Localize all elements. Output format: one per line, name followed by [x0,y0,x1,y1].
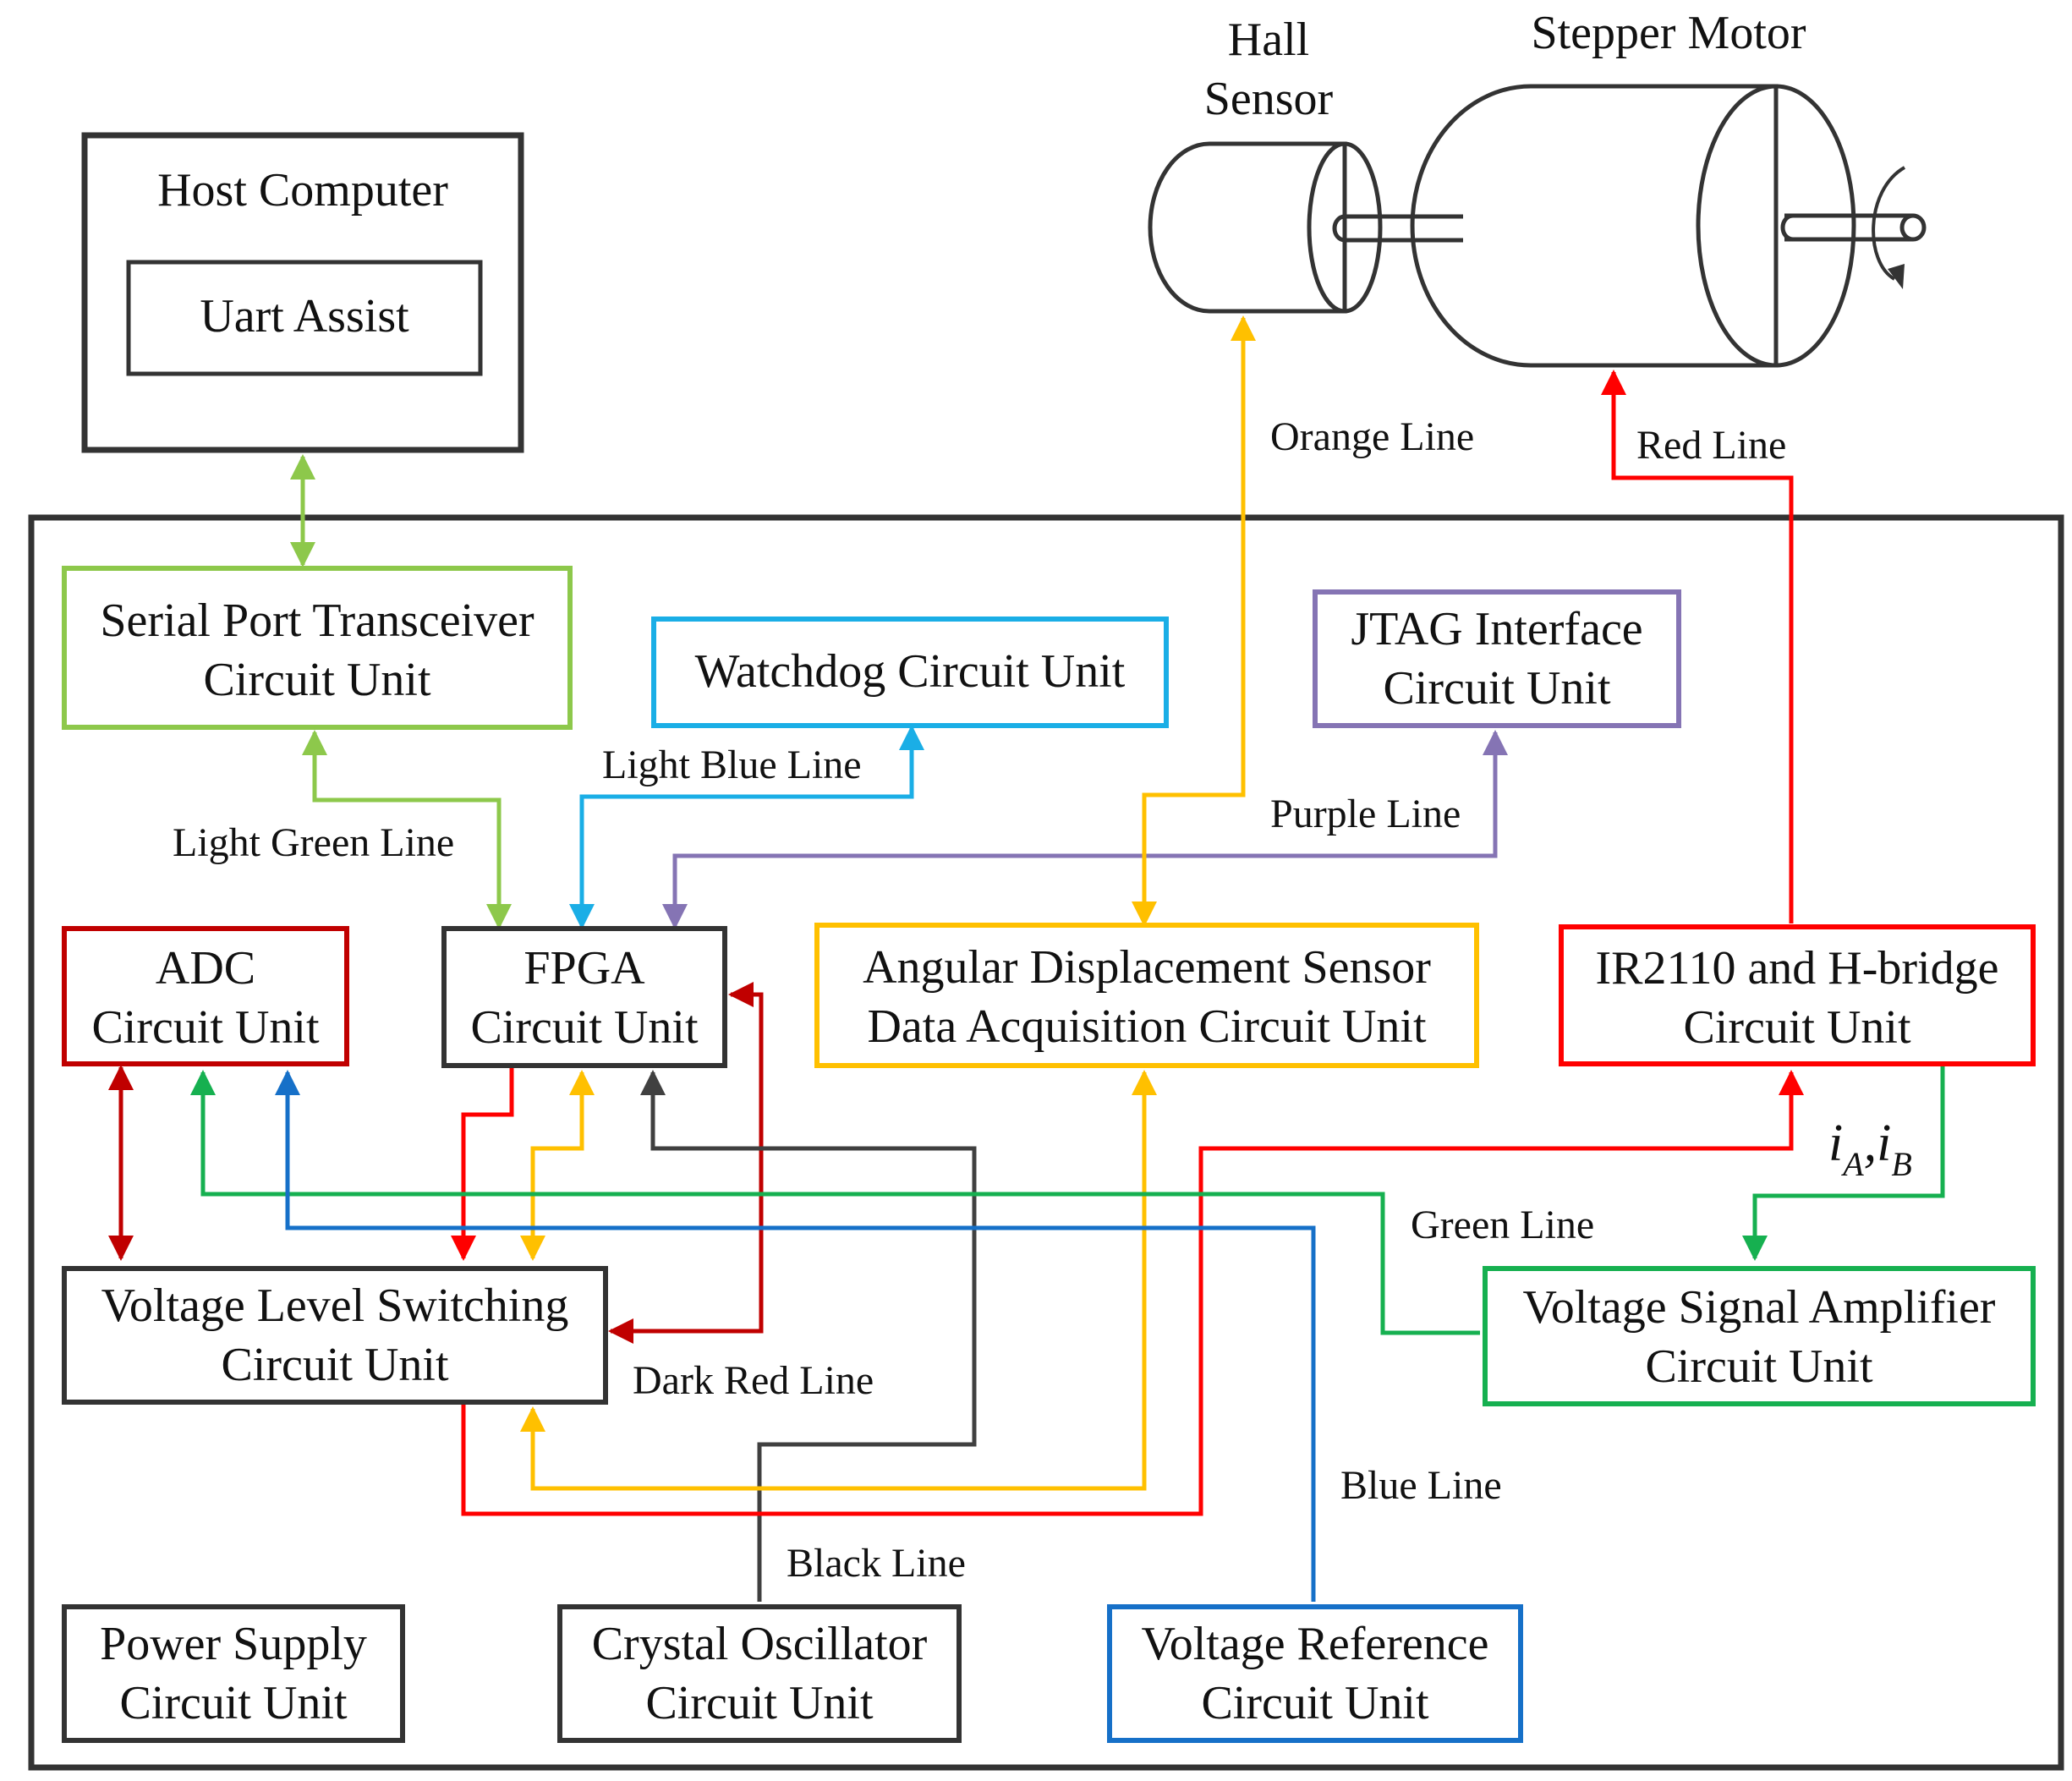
blue-line [275,1070,1316,1602]
main-board-frame [28,514,2064,1771]
power-supply-unit-label-1: Power Supply [100,1618,367,1670]
hall-sensor-icon [1148,141,1383,314]
voltage-reference-unit-box [1107,1604,1523,1743]
crystal-oscillator-unit-label-1: Crystal Oscillator [592,1618,928,1670]
motor-shaft [1332,214,1463,243]
fpga-unit-box [441,926,727,1068]
voltage-reference-unit-label-2: Circuit Unit [1201,1677,1429,1729]
amplifier-unit-box [1483,1266,2036,1406]
ir2110-unit-box [1559,924,2036,1066]
orange-line-label: Orange Line [1270,414,1474,459]
ir2110-unit-label-1: IR2110 and H-bridge [1596,942,1999,995]
green-line-label: Green Line [1411,1203,1594,1247]
red-line [461,1070,1804,1516]
jtag-unit-label-2: Circuit Unit [1383,662,1611,715]
power-supply-unit-label-2: Circuit Unit [119,1677,348,1729]
amplifier-unit-label-2: Circuit Unit [1645,1340,1873,1393]
blue-line-label: Blue Line [1340,1463,1502,1508]
orange-line-angular-level [520,1070,1157,1491]
serial-port-unit-label-1: Serial Port Transceiver [100,595,534,647]
rotation-arrow-icon [1872,166,1906,289]
serial-port-unit-box [62,566,573,730]
power-supply-unit-box [62,1604,405,1743]
watchdog-unit-label: Watchdog Circuit Unit [695,645,1126,698]
watchdog-unit-box [651,616,1169,728]
purple-line [662,730,1508,929]
host-computer-title: Host Computer [157,164,448,216]
fpga-unit-label-2: Circuit Unit [470,1001,699,1054]
orange-line-fpga-level [520,1070,595,1261]
host-computer-box [81,132,524,453]
amplifier-unit-label-1: Voltage Signal Amplifier [1523,1281,1996,1334]
uart-assist-label: Uart Assist [200,290,409,342]
purple-line-label: Purple Line [1270,792,1461,836]
angular-unit-box [814,923,1479,1068]
crystal-oscillator-unit-box [557,1604,962,1743]
serial-port-unit-label-2: Circuit Unit [203,654,431,706]
voltage-level-unit-label-2: Circuit Unit [221,1339,449,1391]
crystal-oscillator-unit-label-2: Circuit Unit [645,1677,874,1729]
light-blue-line-label: Light Blue Line [602,743,862,787]
adc-unit-label-1: ADC [156,942,255,995]
adc-unit-label-2: Circuit Unit [91,1001,320,1054]
angular-unit-label-2: Data Acquisition Circuit Unit [867,1000,1426,1053]
light-green-line [302,730,512,929]
light-green-line-label: Light Green Line [173,820,454,865]
voltage-level-unit-label-1: Voltage Level Switching [101,1280,569,1332]
hall-sensor-label-1: Hall [1228,14,1309,66]
red-line-label: Red Line [1636,423,1786,468]
voltage-reference-unit-label-1: Voltage Reference [1142,1618,1489,1670]
dark-red-line-label: Dark Red Line [633,1358,874,1403]
stepper-motor-label: Stepper Motor [1531,7,1806,59]
hall-sensor-label-2: Sensor [1204,73,1334,125]
jtag-unit-label-1: JTAG Interface [1351,603,1642,655]
green-line [190,1070,1480,1335]
adc-unit-box [62,926,349,1066]
current-label: iA,iB [1828,1115,1912,1183]
red-line-motor [1601,370,1794,923]
uart-assist-box [126,260,483,376]
black-line [640,1070,977,1602]
ir2110-unit-label-2: Circuit Unit [1683,1001,1911,1054]
angular-unit-label-1: Angular Displacement Sensor [863,941,1431,994]
jtag-unit-box [1313,589,1681,728]
orange-line-hall [1132,315,1256,927]
green-line-current [1742,1064,1945,1261]
fpga-unit-label-1: FPGA [523,942,645,995]
stepper-motor-icon [1410,84,1927,368]
voltage-level-unit-box [62,1266,608,1405]
red-line-fpga-level [451,1067,514,1261]
black-line-label: Black Line [787,1541,966,1586]
